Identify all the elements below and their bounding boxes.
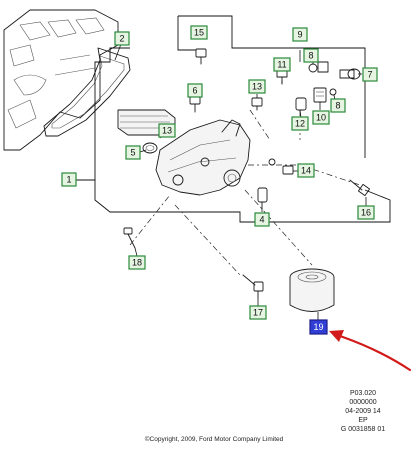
seal-part-5 [142,142,158,154]
fitting-part-13 [251,97,263,111]
fitting-part-14 [268,158,294,175]
svg-text:19: 19 [313,322,323,332]
bolt-part-6 [189,96,201,113]
red-arrow-annotation [329,330,412,372]
copyright-notice: ©Copyright, 2009, Ford Motor Company Lim… [145,435,284,443]
drawing-info-block: P03.020 0000000 04-2009 14 EP G 0031858 … [341,390,385,433]
callout-5: 5 [125,145,141,160]
svg-text:16: 16 [361,208,371,218]
callout-13-right: 13 [248,79,266,94]
callout-12: 12 [291,116,309,131]
svg-text:14: 14 [301,166,311,176]
info-line-1: P03.020 [350,390,376,397]
callout-11: 11 [273,57,291,72]
svg-text:12: 12 [295,119,305,129]
svg-text:9: 9 [297,30,302,40]
oil-filter-part-19 [289,268,335,312]
svg-text:2: 2 [119,34,124,44]
callout-17: 17 [249,305,267,320]
callout-8-bottom: 8 [330,98,346,113]
callout-13-left: 13 [158,123,176,138]
bolt-part-15 [195,48,207,65]
svg-text:11: 11 [277,60,286,70]
callout-2: 2 [114,31,130,46]
svg-text:4: 4 [259,215,264,225]
svg-text:13: 13 [162,126,172,136]
info-line-5: G 0031858 01 [341,426,385,433]
svg-text:5: 5 [130,148,135,158]
callout-10: 10 [312,110,330,125]
svg-text:10: 10 [316,113,326,123]
svg-text:8: 8 [335,101,340,111]
svg-text:6: 6 [192,86,197,96]
sensor-part-4 [257,187,268,209]
callout-7: 7 [362,67,378,82]
callout-4: 4 [254,212,270,227]
callout-19-highlighted: 19 [309,319,328,335]
assembly-frame [76,15,391,223]
svg-text:15: 15 [194,28,204,38]
info-line-3: 04-2009 14 [345,408,381,415]
callout-8-top: 8 [303,48,319,63]
bolt-part-16 [349,179,371,197]
svg-text:1: 1 [66,175,71,185]
callout-9: 9 [292,27,308,42]
callout-6: 6 [187,83,203,98]
callout-15: 15 [190,25,208,40]
svg-text:18: 18 [132,258,142,268]
bolt-part-18 [123,227,136,249]
gasket-part-2 [43,47,131,137]
svg-text:8: 8 [308,51,313,61]
svg-text:7: 7 [367,70,372,80]
svg-text:17: 17 [253,308,263,318]
oil-filter-housing [155,119,251,196]
bolt-part-17 [242,274,264,299]
info-line-4: EP [358,417,368,424]
callout-1: 1 [61,172,77,187]
engine-block [3,9,119,151]
callout-14: 14 [297,163,315,178]
info-line-2: 0000000 [349,399,376,406]
callout-16: 16 [357,205,375,220]
svg-text:13: 13 [252,82,262,92]
callout-18: 18 [128,255,146,270]
